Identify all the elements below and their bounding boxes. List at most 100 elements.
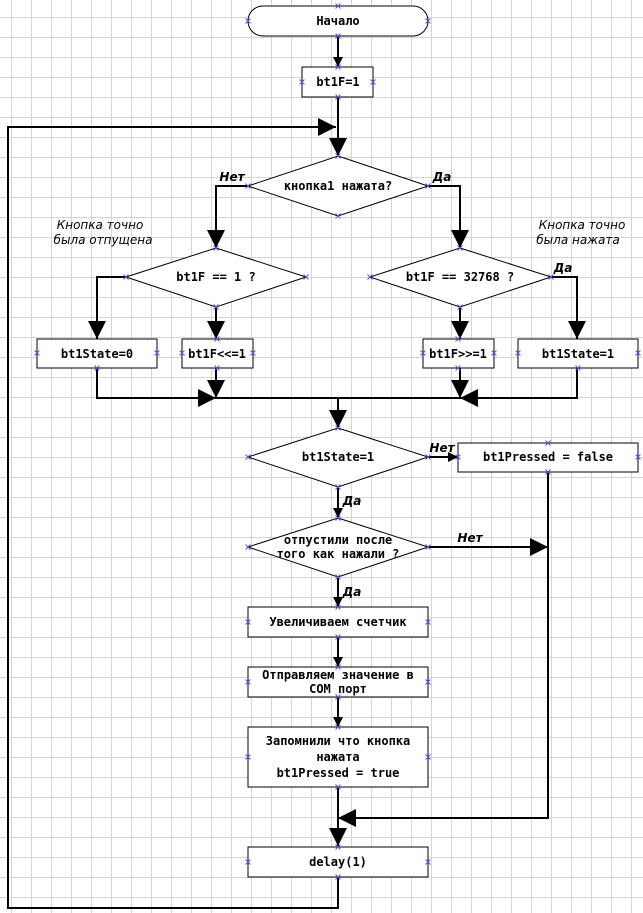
edge-label-state-yes: Да xyxy=(342,494,362,508)
connection-point-marker xyxy=(335,664,341,670)
connectors xyxy=(7,36,586,909)
start-label: Начало xyxy=(316,14,359,28)
connection-point-marker xyxy=(457,304,463,310)
decision-released: отпустили после того как нажали ? xyxy=(246,517,430,578)
shift-right-label: bt1F>>=1 xyxy=(429,347,487,361)
connection-point-marker xyxy=(545,469,551,475)
connection-point-marker xyxy=(335,634,341,640)
connection-point-marker xyxy=(245,544,251,550)
connection-point-marker xyxy=(335,213,341,219)
note-released: Кнопка точно была отпущена xyxy=(54,218,153,247)
connection-point-marker xyxy=(425,754,431,760)
edge-label-state-no: Нет xyxy=(429,441,455,455)
connection-point-marker xyxy=(335,425,341,431)
delay-node: delay(1) xyxy=(247,846,429,878)
connection-point-marker xyxy=(213,304,219,310)
edge-label-released-yes: Да xyxy=(342,585,362,599)
shift-right-node: bt1F>>=1 xyxy=(422,338,495,369)
connection-point-marker xyxy=(299,79,305,85)
decision-released-line1: отпустили после xyxy=(284,533,392,547)
connection-point-marker xyxy=(545,440,551,446)
connection-point-marker xyxy=(245,619,251,625)
state1-node: bt1State=1 xyxy=(517,338,639,369)
delay-label: delay(1) xyxy=(309,855,367,869)
connection-point-marker xyxy=(335,844,341,850)
decision-f1: bt1F == 1 ? xyxy=(124,247,308,308)
state1-label: bt1State=1 xyxy=(542,347,614,361)
connection-point-marker xyxy=(425,454,431,460)
connection-point-marker xyxy=(34,350,40,356)
connection-point-marker xyxy=(515,350,521,356)
connection-point-marker xyxy=(455,336,461,342)
decision-released-line2: того как нажали ? xyxy=(277,547,400,561)
edge-label-pressed-yes: Да xyxy=(432,170,452,184)
connection-point-marker xyxy=(245,454,251,460)
connection-point-marker xyxy=(335,64,341,70)
shift-left-node: bt1F<<=1 xyxy=(181,338,254,369)
connection-point-marker xyxy=(635,454,641,460)
remember-line2: нажата xyxy=(316,750,359,764)
connection-point-marker xyxy=(335,33,341,39)
connection-points xyxy=(34,3,641,880)
edge-state1-merge xyxy=(460,368,578,407)
connection-point-marker xyxy=(425,619,431,625)
init-label: bt1F=1 xyxy=(316,75,359,89)
decision-f1-label: bt1F == 1 ? xyxy=(176,270,255,284)
connection-point-marker xyxy=(245,18,251,24)
connection-point-marker xyxy=(335,724,341,730)
connection-point-marker xyxy=(425,544,431,550)
connection-point-marker xyxy=(335,574,341,580)
increment-label: Увеличиваем счетчик xyxy=(269,615,407,629)
edge-label-released-no: Нет xyxy=(457,531,483,545)
connection-point-marker xyxy=(575,365,581,371)
state0-node: bt1State=0 xyxy=(36,338,158,369)
connection-point-marker xyxy=(425,679,431,685)
edge-pressed-yes xyxy=(428,185,469,248)
decision-f32768: bt1F == 32768 ? xyxy=(368,247,553,308)
send-line1: Отправляем значение в xyxy=(262,668,414,682)
connection-point-marker xyxy=(335,604,341,610)
init-node: bt1F=1 xyxy=(301,66,374,98)
connection-point-marker xyxy=(335,784,341,790)
edge-loop-back xyxy=(7,118,339,909)
connection-point-marker xyxy=(245,754,251,760)
remember-line3: bt1Pressed = true xyxy=(277,766,400,780)
connection-point-marker xyxy=(367,274,373,280)
shift-left-label: bt1F<<=1 xyxy=(188,347,246,361)
connection-point-marker xyxy=(455,365,461,371)
edge-state0-merge xyxy=(96,368,216,407)
connection-point-marker xyxy=(335,874,341,880)
pressed-false-node: bt1Pressed = false xyxy=(457,442,639,473)
connection-point-marker xyxy=(635,350,641,356)
connection-point-marker xyxy=(457,245,463,251)
edge-pressed-false-down xyxy=(338,472,549,827)
connection-point-marker xyxy=(335,484,341,490)
connection-point-marker xyxy=(370,79,376,85)
connection-point-marker xyxy=(335,515,341,521)
send-node: Отправляем значение в COM порт xyxy=(247,666,429,698)
decision-f32768-label: bt1F == 32768 ? xyxy=(406,270,514,284)
decision-pressed: кнопка1 нажата? xyxy=(246,155,430,217)
decision-state-label: bt1State=1 xyxy=(302,450,374,464)
connection-point-marker xyxy=(94,365,100,371)
connection-point-marker xyxy=(179,350,185,356)
remember-node: Запомнили что кнопка нажата bt1Pressed =… xyxy=(247,726,429,788)
connection-point-marker xyxy=(420,350,426,356)
edge-f1-to-state0 xyxy=(88,276,134,339)
connection-point-marker xyxy=(213,245,219,251)
connection-point-marker xyxy=(335,94,341,100)
connection-point-marker xyxy=(214,336,220,342)
edge-label-pressed-no: Нет xyxy=(219,170,245,184)
state0-label: bt1State=0 xyxy=(61,347,133,361)
connection-point-marker xyxy=(154,350,160,356)
connection-point-marker xyxy=(123,274,129,280)
connection-point-marker xyxy=(250,350,256,356)
note-pressed-line1: Кнопка точно xyxy=(539,218,626,232)
connection-point-marker xyxy=(245,183,251,189)
note-released-line2: была отпущена xyxy=(54,233,153,247)
connection-point-marker xyxy=(245,679,251,685)
pressed-false-label: bt1Pressed = false xyxy=(483,450,613,464)
note-pressed-line2: была нажата xyxy=(536,233,619,247)
note-pressed: Кнопка точно была нажата xyxy=(536,218,625,247)
